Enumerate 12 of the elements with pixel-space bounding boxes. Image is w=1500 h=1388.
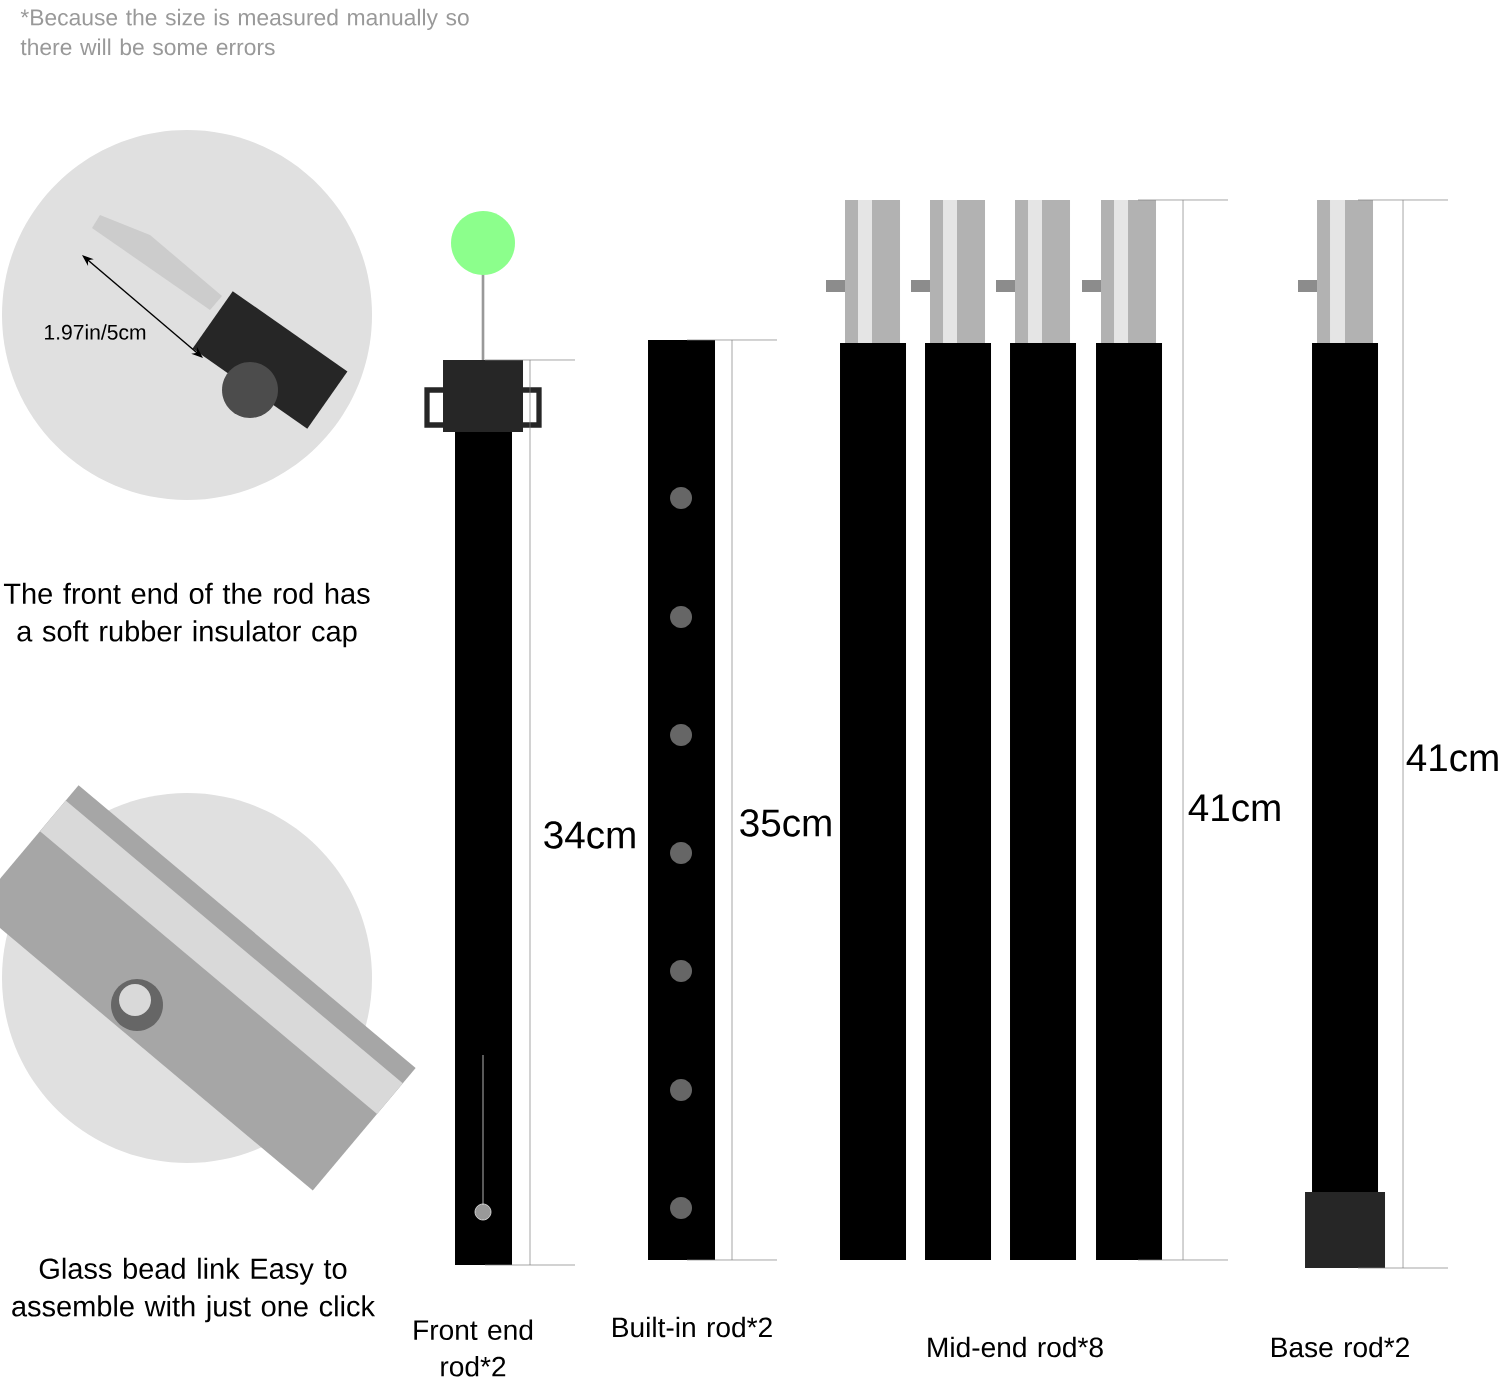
dimension-label: 1.97in/5cm xyxy=(45,324,146,340)
note-text: *Because the size is measured manually so there will be some errors xyxy=(20,8,469,56)
part-label: Built-in rod*2 xyxy=(613,1316,772,1338)
dimension-label: 41cm xyxy=(1406,744,1498,772)
dimension-label: 34cm xyxy=(544,821,635,849)
part-label: Front end rod*2 xyxy=(414,1319,533,1377)
caption-text: The front end of the rod has a soft rubber insulator cap xyxy=(3,582,370,648)
caption-text: Glass bead link Easy to assemble with just one click xyxy=(12,1257,376,1323)
part-label: Base rod*2 xyxy=(1272,1336,1409,1358)
part-label: Mid-end rod*8 xyxy=(928,1336,1103,1358)
dimension-label: 35cm xyxy=(740,809,831,837)
dimension-label: 41cm xyxy=(1188,794,1280,822)
